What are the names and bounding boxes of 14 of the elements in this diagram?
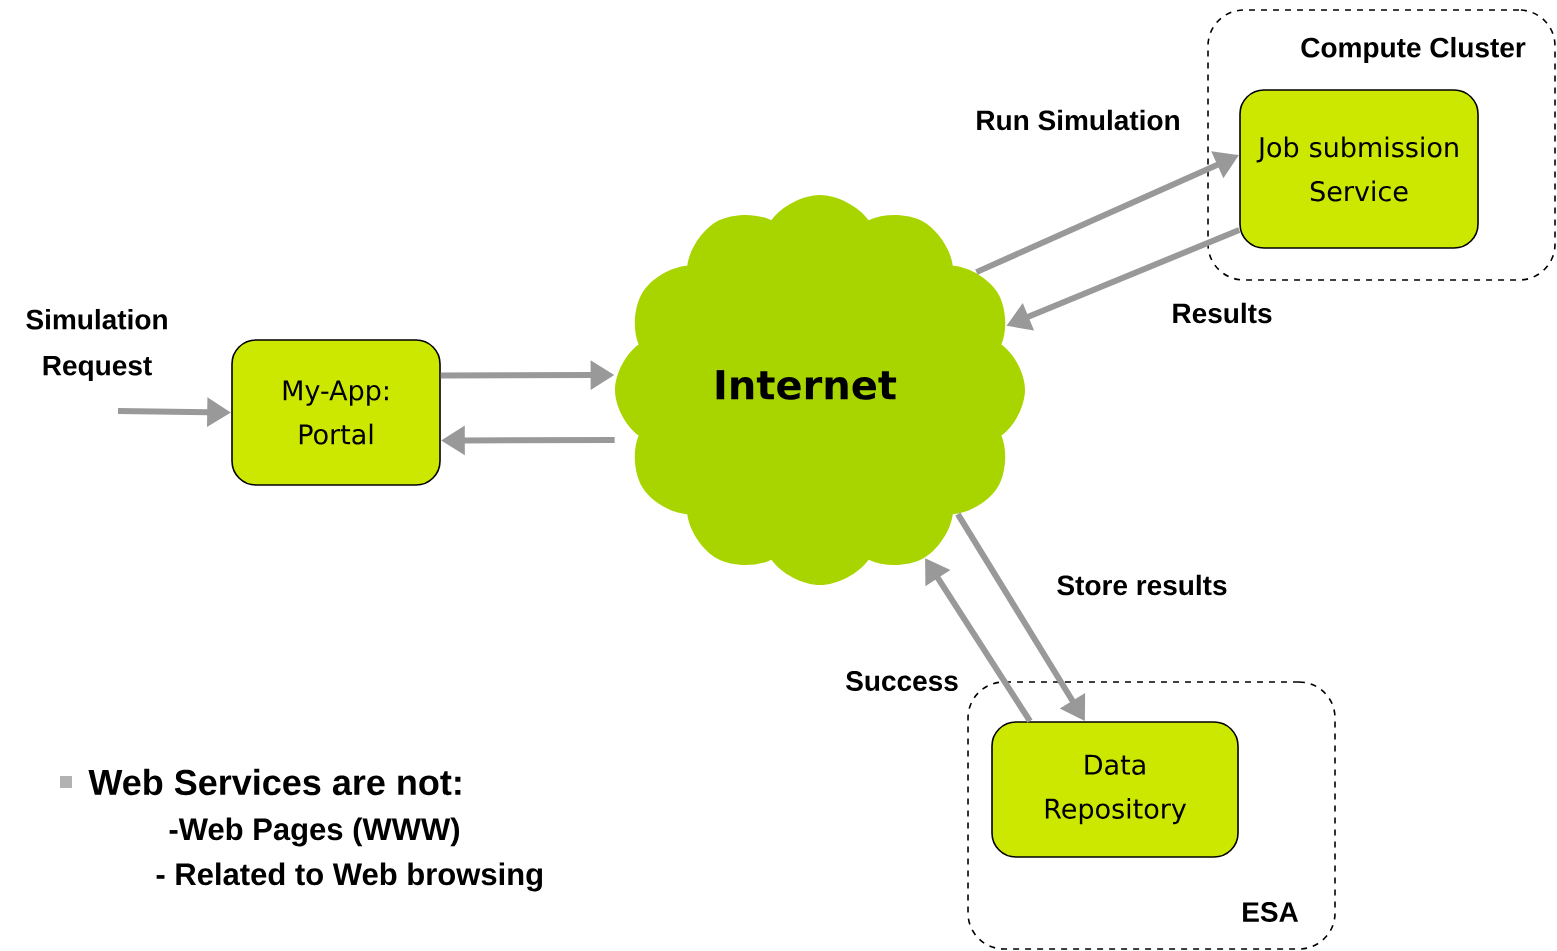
bullet-text: - Related to Web browsing [156,862,542,892]
group-title: Compute Cluster [1301,36,1526,64]
service-box: Job submission Service [1239,89,1479,249]
service-box: My-App: Portal [231,339,441,486]
edge-label: Success [846,671,958,691]
bullet-text: -Web Pages (WWW) [169,817,460,847]
cloud: Internet [615,195,1025,585]
service-box: Data Repository [991,721,1239,858]
bullet-text: Web Services are not: [88,768,461,796]
edge-label: Results [1173,302,1272,324]
group-title: ESA [1243,902,1299,922]
edge-label: Store results [1057,574,1227,596]
edge-label: Run Simulation [977,109,1179,131]
edge-label: Simulation Request [26,308,167,382]
